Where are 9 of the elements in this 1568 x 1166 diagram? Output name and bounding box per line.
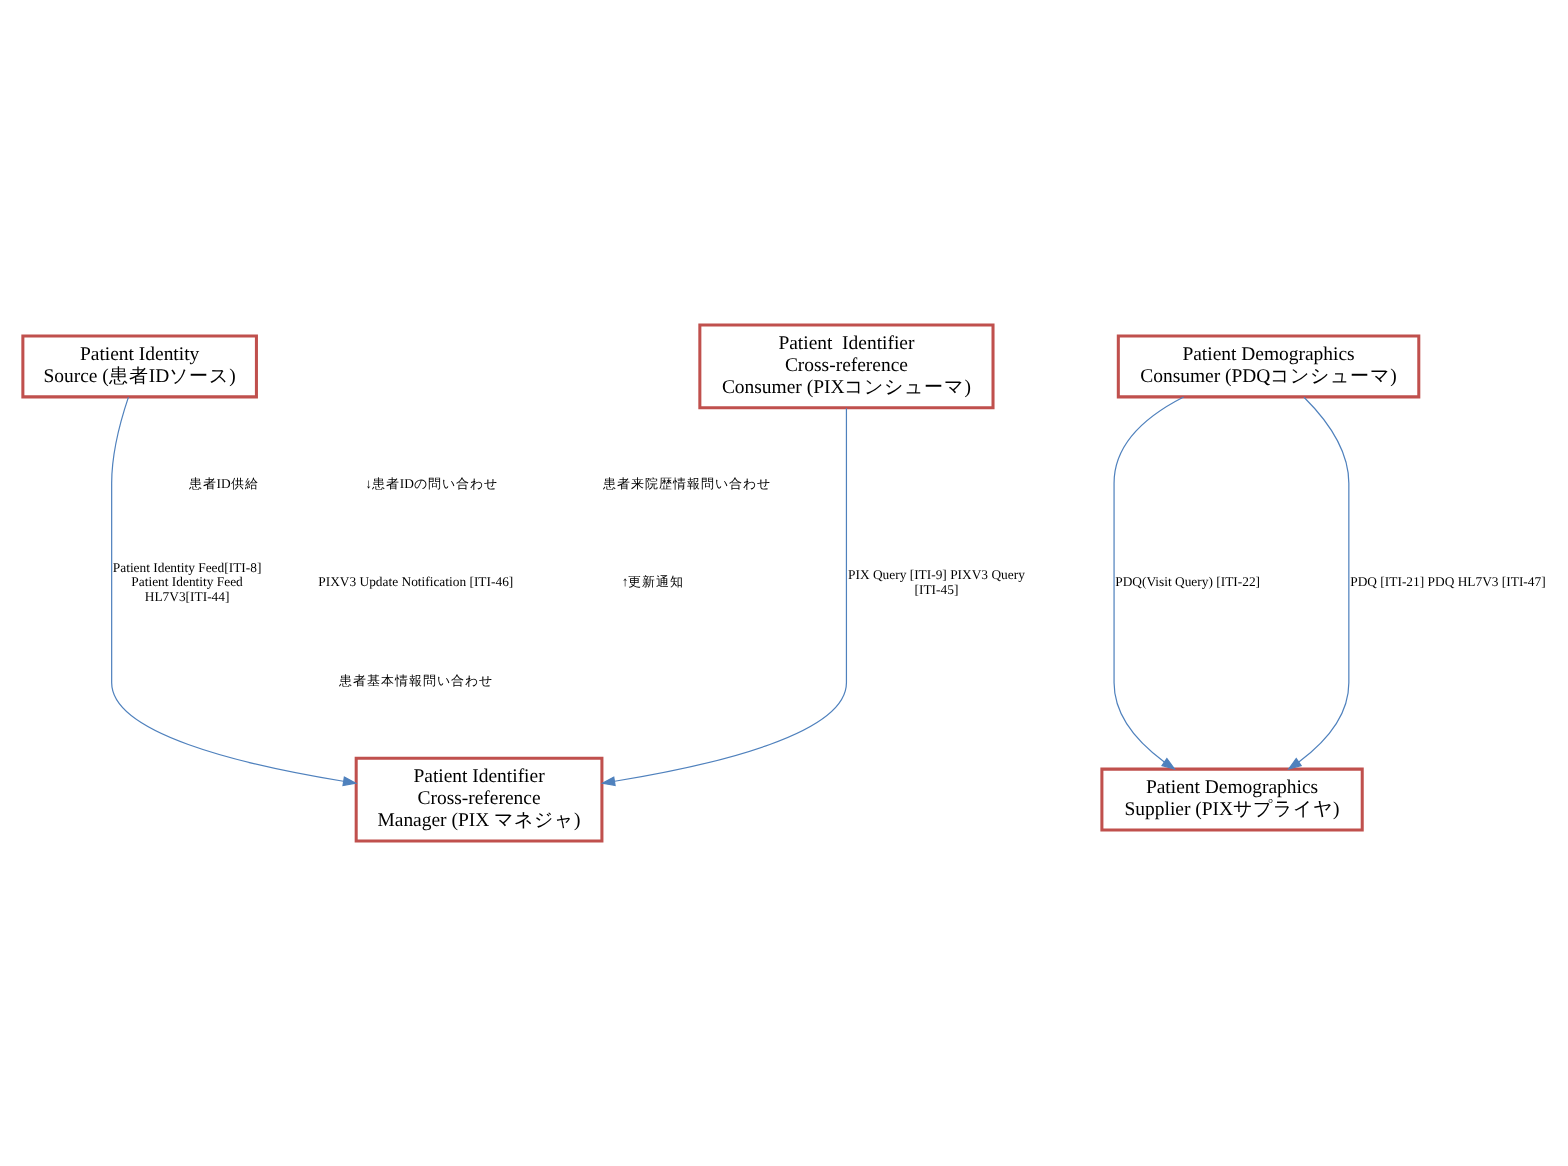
node-box: Patient Demographics Supplier (PIXサプライヤ) [1099, 767, 1363, 832]
arrow [1112, 396, 1184, 771]
node-box: Patient Identifier Cross-reference Consumer (PIXコンシューマ) [697, 323, 994, 410]
arrow [599, 407, 847, 787]
node-box: Patient Identity Source (患者IDソース) [20, 334, 257, 399]
node-box: Patient Demographics Consumer (PDQコンシューマ) [1115, 334, 1420, 399]
node-box: Patient Identifier Cross-reference Manager (PIX マネジャ) [353, 756, 603, 843]
arrow [110, 396, 357, 787]
arrow [1286, 396, 1349, 771]
